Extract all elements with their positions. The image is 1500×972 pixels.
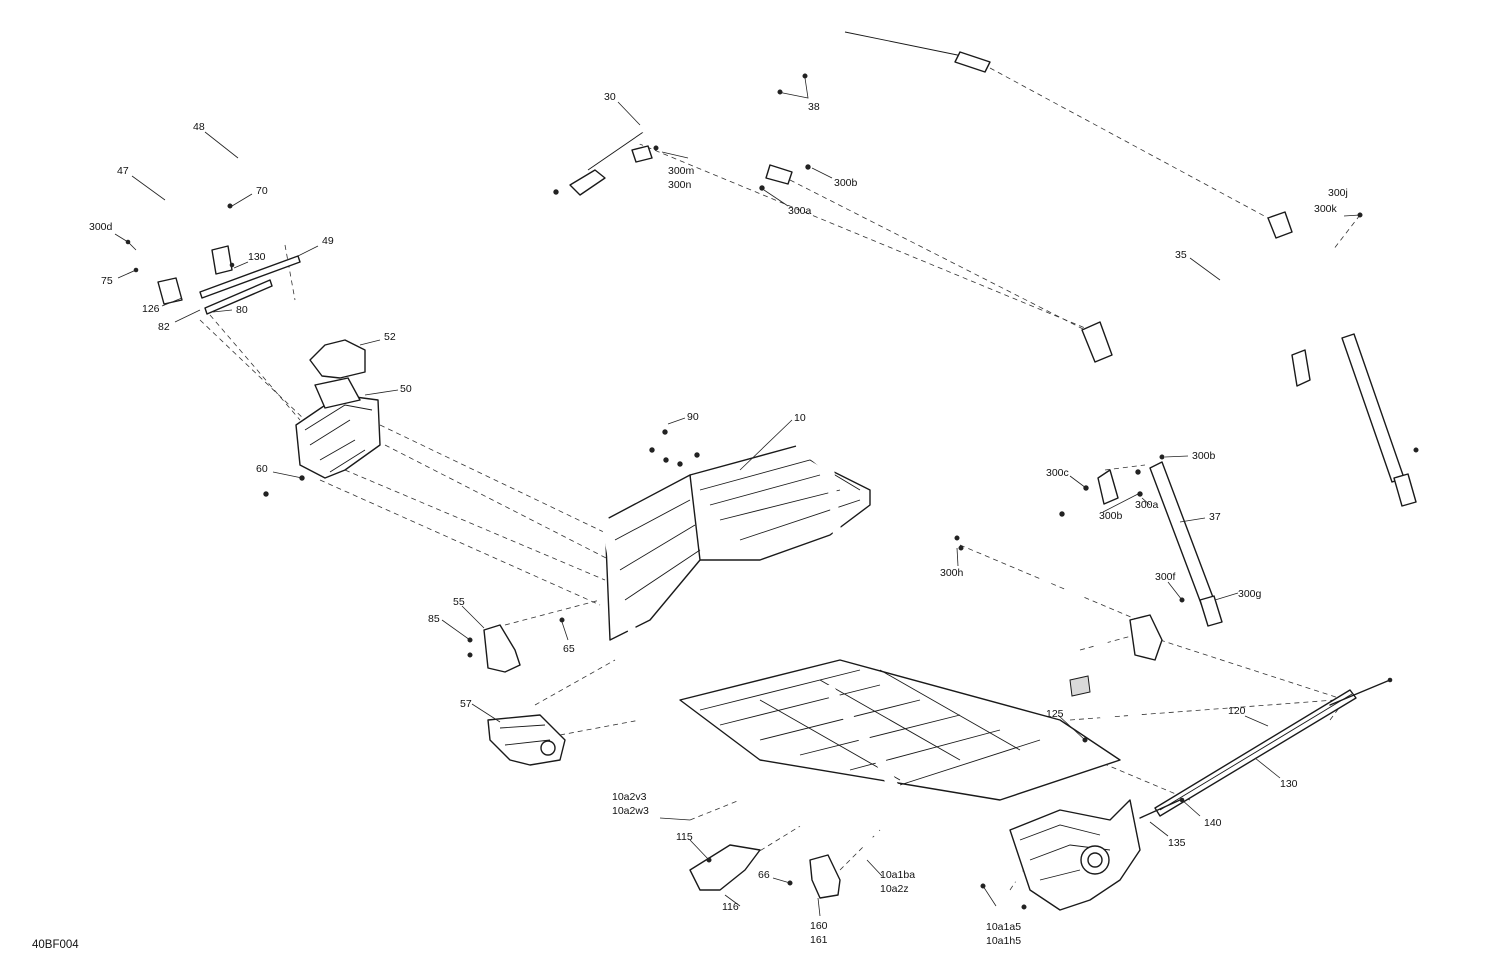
label-126: 126	[142, 303, 160, 315]
label-300a-r: 300a	[1135, 499, 1159, 511]
label-161: 161	[810, 934, 828, 946]
label-85: 85	[428, 613, 440, 625]
label-90: 90	[687, 411, 699, 423]
label-38: 38	[808, 101, 820, 113]
label-300d: 300d	[89, 221, 113, 233]
label-75: 75	[101, 275, 113, 287]
rear-roll-bar-35	[1059, 211, 1363, 517]
label-300b-r1: 300b	[1192, 450, 1216, 462]
label-52: 52	[384, 331, 396, 343]
label-47: 47	[117, 165, 129, 177]
rear-bar-120	[1139, 677, 1393, 819]
label-130-left: 130	[248, 251, 266, 263]
label-70: 70	[256, 185, 268, 197]
leader-lines	[114, 77, 1361, 917]
label-55: 55	[453, 596, 465, 608]
label-66: 66	[758, 869, 770, 881]
label-82: 82	[158, 321, 170, 333]
label-300f: 300f	[1155, 571, 1176, 583]
label-300g: 300g	[1238, 588, 1262, 600]
label-10a1ba: 10a1ba	[880, 869, 915, 881]
label-116: 116	[722, 901, 739, 913]
label-65: 65	[563, 643, 575, 655]
label-115: 115	[676, 831, 693, 843]
struts-37	[1149, 333, 1419, 627]
label-300h: 300h	[940, 567, 964, 579]
label-10a2v3: 10a2v3	[612, 791, 647, 803]
label-135: 135	[1168, 837, 1186, 849]
label-10a1a5: 10a1a5	[986, 921, 1021, 933]
bracket-50-52	[263, 339, 381, 497]
label-30: 30	[604, 91, 616, 103]
label-50: 50	[400, 383, 412, 395]
label-35: 35	[1175, 249, 1187, 261]
top-roll-bar-30	[553, 15, 991, 196]
label-300b-r2: 300b	[1099, 510, 1123, 522]
callout-labels: 30 38 300m 300n 300b 300a 48 47 70 300d …	[32, 91, 1348, 951]
label-160: 160	[810, 920, 828, 932]
label-140: 140	[1204, 817, 1222, 829]
label-57: 57	[460, 698, 472, 710]
label-300k: 300k	[1314, 203, 1338, 215]
label-300n: 300n	[668, 179, 692, 191]
main-frame-10	[600, 429, 1146, 911]
label-120: 120	[1228, 705, 1246, 717]
label-10a2w3: 10a2w3	[612, 805, 649, 817]
label-130-right: 130	[1280, 778, 1298, 790]
label-300c: 300c	[1046, 467, 1069, 479]
label-37: 37	[1209, 511, 1221, 523]
label-300a-top: 300a	[788, 205, 812, 217]
label-10a2z: 10a2z	[880, 883, 909, 895]
lower-brackets	[467, 614, 1163, 910]
label-10a1h5: 10a1h5	[986, 935, 1021, 947]
label-300m: 300m	[668, 165, 695, 177]
figure-code: 40BF004	[32, 939, 79, 951]
label-125: 125	[1046, 708, 1064, 720]
label-60: 60	[256, 463, 268, 475]
label-80: 80	[236, 304, 248, 316]
label-300b-top: 300b	[834, 177, 858, 189]
label-48: 48	[193, 121, 205, 133]
label-49: 49	[322, 235, 334, 247]
label-10: 10	[794, 412, 806, 424]
label-300j: 300j	[1328, 187, 1348, 199]
grab-bars-47-48	[125, 153, 305, 315]
